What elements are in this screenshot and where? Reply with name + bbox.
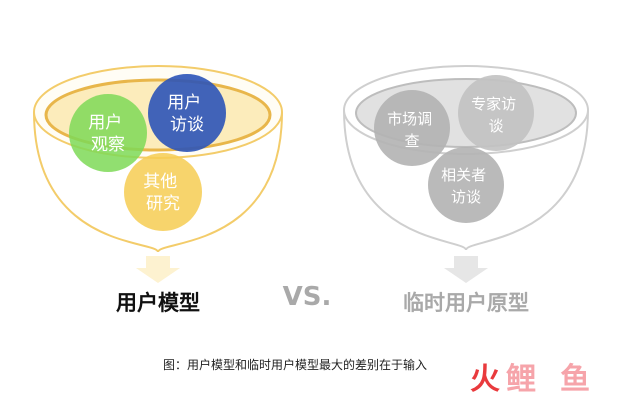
watermark-char-1: 火 (470, 362, 500, 397)
caption: 图：用户模型和临时用户模型最大的差别在于输入 (163, 357, 427, 372)
bubble-market-research (374, 90, 450, 166)
left-title: 用户模型 (116, 291, 200, 315)
bubble-user-interview (148, 74, 226, 152)
bubble-user-interview-label: 用户 访谈 (167, 93, 206, 135)
bubble-user-observation-label: 用户 观察 (88, 113, 127, 155)
bubble-expert-interview-label: 专家访 谈 (471, 95, 521, 135)
left-down-arrow (136, 256, 180, 283)
left-bubbles: 用户 观察 用户 访谈 其他 研究 (69, 74, 226, 231)
left-funnel-outline (33, 111, 283, 253)
right-funnel-outline (343, 109, 589, 251)
watermark-char-3: 鱼 (560, 362, 590, 397)
watermark-char-2: 鲤 (506, 362, 536, 397)
right-down-arrow (444, 256, 488, 283)
right-bubbles: 市场调 查 专家访 谈 相关者 访谈 (374, 75, 534, 223)
bubble-stakeholder-interview (428, 147, 504, 223)
bubble-user-observation (69, 94, 147, 172)
bubble-stakeholder-interview-label: 相关者 访谈 (441, 166, 491, 206)
right-title: 临时用户原型 (403, 291, 529, 315)
vs-label: VS. (283, 282, 332, 312)
bubble-market-research-label: 市场调 查 (387, 110, 437, 150)
bubble-expert-interview (458, 75, 534, 151)
watermark-logo: 火 鲤 鱼 (470, 362, 590, 397)
bubble-other-research (124, 153, 202, 231)
bubble-other-research-label: 其他 研究 (143, 172, 182, 214)
